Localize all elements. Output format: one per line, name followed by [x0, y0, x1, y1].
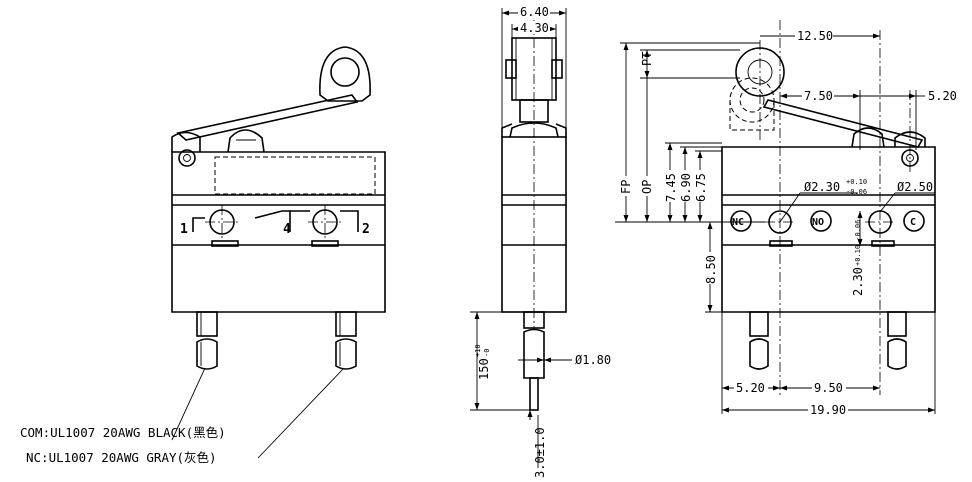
front-pivot-boss — [171, 131, 201, 152]
dim-6-90: 6.90 — [679, 173, 693, 202]
dim-fp: FP — [619, 180, 633, 194]
dim-8-50: 8.50 — [704, 255, 718, 284]
front-plunger — [227, 129, 265, 153]
front-cable-nc — [335, 311, 357, 370]
symbol-c — [903, 210, 925, 232]
right-view: NC NO C 12.50 7.50 5.20 — [615, 20, 957, 417]
front-roller — [330, 57, 360, 87]
dim-6-75: 6.75 — [694, 173, 708, 202]
dim-hole-tol-plus: +0.10 — [846, 178, 867, 186]
dim-19-90: 19.90 — [810, 403, 846, 417]
dim-7-50: 7.50 — [804, 89, 833, 103]
dim-2-30: 2.30 — [851, 267, 865, 296]
right-body — [721, 146, 936, 313]
dim-150-tol-minus: -0 — [483, 349, 491, 357]
cable-label-nc: NC:UL1007 20AWG GRAY(灰色) — [26, 450, 217, 465]
cable-label-com: COM:UL1007 20AWG BLACK(黑色) — [20, 425, 226, 440]
symbol-no — [810, 210, 832, 232]
side-view: 6.40 4.30 150 +10 -0 Ø1.80 3.0±1.0 — [470, 5, 611, 478]
svg-text:NC: NC — [732, 217, 744, 228]
dim-3-0: 3.0±1.0 — [533, 427, 547, 478]
dim-9-50: 9.50 — [814, 381, 843, 395]
dim-2-30-tol: +0.10 -0.06 — [854, 220, 862, 266]
dim-5-20-bottom: 5.20 — [736, 381, 765, 395]
front-terminal-1: 1 — [180, 222, 188, 237]
front-terminal-4: 4 — [283, 222, 291, 237]
dim-7-45: 7.45 — [664, 173, 678, 202]
symbol-nc — [730, 210, 752, 232]
front-lever-arm — [176, 94, 359, 141]
dim-150: 150 — [477, 358, 491, 380]
front-roller-bracket — [319, 46, 371, 102]
dim-6-40: 6.40 — [520, 5, 549, 19]
front-terminal-2: 2 — [362, 222, 370, 237]
dim-5-20-top: 5.20 — [928, 89, 957, 103]
front-body — [171, 151, 386, 313]
dim-hole-right: Ø2.50 — [897, 180, 933, 194]
dim-pt: PT — [640, 52, 654, 66]
dim-dia-1-80: Ø1.80 — [575, 353, 611, 367]
front-cable-com — [196, 311, 218, 370]
front-view: 1 4 2 COM:UL1007 20AWG BLACK(黑色) NC:UL10… — [20, 46, 386, 465]
dim-12-50: 12.50 — [797, 29, 833, 43]
dim-hole-dia: Ø2.30 — [804, 180, 840, 194]
right-lever-arm — [762, 99, 924, 148]
dim-150-tol-plus: +10 — [474, 344, 482, 357]
svg-text:C: C — [910, 217, 916, 228]
svg-text:NO: NO — [812, 217, 824, 228]
dim-4-30: 4.30 — [520, 21, 549, 35]
dim-hole-tol-minus: -0.06 — [846, 188, 867, 196]
dim-op: OP — [640, 180, 654, 194]
